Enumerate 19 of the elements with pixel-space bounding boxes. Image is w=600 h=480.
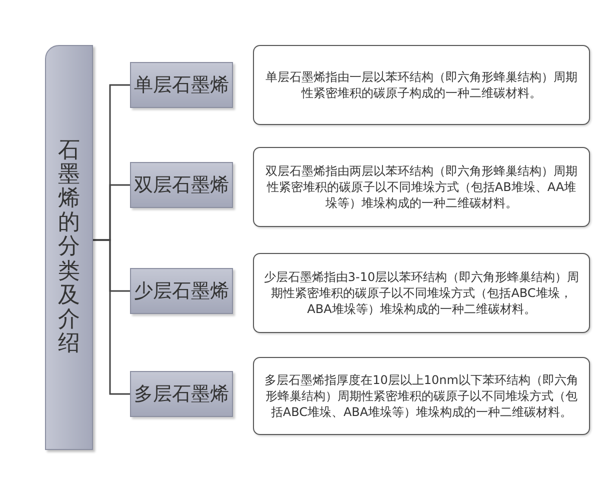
category-label: 多层石墨烯 — [134, 382, 229, 407]
category-label: 少层石墨烯 — [134, 279, 229, 304]
description-text: 双层石墨烯指由两层以苯环结构（即六角形蜂巢结构）周期性紧密堆积的碳原子以不同堆垛方式（包括AB堆垛、AA堆垛等）堆垛构成的一种二维碳材料。 — [264, 162, 578, 212]
category-label: 单层石墨烯 — [134, 73, 229, 98]
description-text: 多层石墨烯指厚度在10层以上10nm以下苯环结构（即六角形蜂巢结构）周期性紧密堆积的碳原子以不同堆垛方式（包括ABC堆垛、ABA堆垛等）堆垛构成的一种二维碳材料。 — [264, 372, 580, 420]
column-title: 石墨烯的分类及介绍 — [58, 138, 80, 356]
description-box — [253, 147, 590, 227]
category-box — [130, 268, 233, 314]
category-box — [130, 62, 233, 108]
description-box — [253, 357, 590, 435]
description-box — [253, 253, 590, 333]
connector-line — [93, 239, 130, 395]
category-box — [130, 162, 233, 208]
category-label: 双层石墨烯 — [134, 173, 229, 198]
category-box — [130, 371, 233, 417]
description-text: 单层石墨烯指由一层以苯环结构（即六角形蜂巢结构）周期性紧密堆积的碳原子构成的一种二维碳材料。 — [264, 68, 578, 102]
description-box — [253, 45, 590, 125]
description-text: 少层石墨烯指由3-10层以苯环结构（即六角形蜂巢结构）周期性紧密堆积的碳原子以不同堆垛方式（包括ABC堆垛，ABA堆垛等）堆垛构成的一种二维碳材料。 — [262, 268, 580, 318]
category-column — [45, 45, 93, 450]
